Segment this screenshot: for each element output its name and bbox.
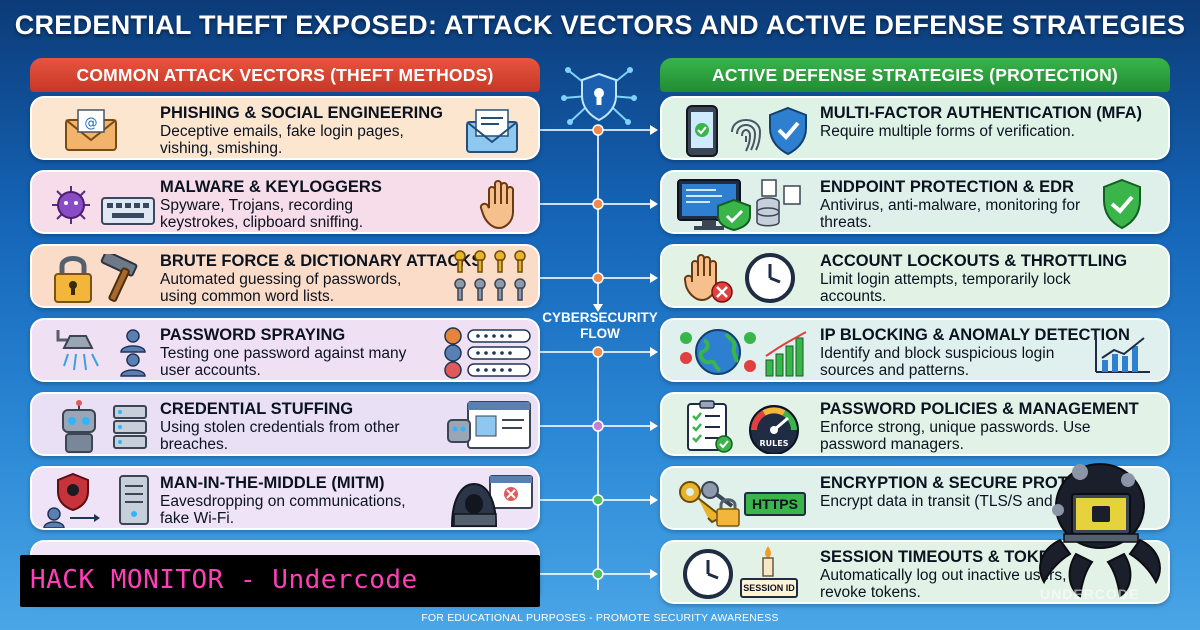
defense-strategies-header: ACTIVE DEFENSE STRATEGIES (PROTECTION) [660, 58, 1170, 92]
defense-title: IP BLOCKING & ANOMALY DETECTION [820, 326, 1130, 344]
defense-desc: Encrypt data in transit (TLS/S and at re… [820, 493, 1105, 510]
phone-icon [686, 105, 718, 157]
candle-icon [762, 546, 774, 577]
hack-monitor-banner: HACK MONITOR - Undercode [20, 555, 540, 607]
login-page-icon [447, 401, 531, 449]
watermark: UNDERCODE [1040, 586, 1140, 602]
virus-icon [52, 186, 90, 224]
defense-strategies-column: ACTIVE DEFENSE STRATEGIES (PROTECTION) M… [660, 58, 1170, 618]
footer-note: FOR EDUCATIONAL PURPOSES - PROMOTE SECUR… [421, 612, 779, 624]
shield-check-icon [769, 106, 807, 156]
shower-icon [56, 330, 99, 371]
hooded-hacker-icon [450, 475, 533, 527]
defense-card-mfa: MULTI-FACTOR AUTHENTICATION (MFA) Requir… [660, 96, 1170, 160]
defense-title: SESSION TIMEOUTS & TOKEN [820, 548, 1062, 566]
attack-card-password-spraying: PASSWORD SPRAYING Testing one password a… [30, 318, 540, 382]
monitor-icon [677, 179, 801, 232]
defense-card-lockouts: ACCOUNT LOCKOUTS & THROTTLING Limit logi… [660, 244, 1170, 308]
defense-title: PASSWORD POLICIES & MANAGEMENT [820, 400, 1139, 418]
database-icon [113, 405, 147, 449]
keyboard-icon [101, 197, 155, 225]
attack-desc: Testing one password against many user a… [160, 345, 407, 379]
padlock-icon [716, 498, 740, 527]
hand-icon [479, 180, 514, 230]
banner-text: HACK MONITOR - Undercode [30, 565, 418, 595]
attack-title: MAN-IN-THE-MIDDLE (MITM) [160, 474, 385, 492]
defense-desc: Enforce strong, unique passwords. Use pa… [820, 419, 1091, 453]
letter-icon [466, 109, 518, 153]
flow-label: CYBERSECURITY FLOW [542, 310, 658, 341]
page-title: CREDENTIAL THEFT EXPOSED: ATTACK VECTORS… [14, 10, 1186, 40]
globe-icon [680, 329, 756, 375]
hacker-shield-icon [43, 472, 100, 528]
attack-card-mitm: MAN-IN-THE-MIDDLE (MITM) Eavesdropping o… [30, 466, 540, 530]
hammer-icon [100, 254, 138, 302]
checklist-icon [687, 400, 733, 453]
attack-title: PHISHING & SOCIAL ENGINEERING [160, 104, 443, 122]
users-icon [120, 329, 146, 377]
attack-card-brute-force: BRUTE FORCE & DICTIONARY ATTACKS Automat… [30, 244, 540, 308]
octopus-hacker-icon [1039, 463, 1161, 598]
defense-desc: Identify and block suspicious login sour… [820, 345, 1055, 379]
attack-desc: Automated guessing of passwords, using c… [160, 271, 402, 305]
defense-card-password-policies: RULES PASSWORD POLICIES & MANAGEMENT Enf… [660, 392, 1170, 456]
attack-vectors-header: COMMON ATTACK VECTORS (THEFT METHODS) [30, 58, 540, 92]
envelope-icon: @ [65, 109, 117, 151]
gauge-icon: RULES [749, 405, 799, 454]
defense-card-ip-blocking: IP BLOCKING & ANOMALY DETECTION Identify… [660, 318, 1170, 382]
keys-icon [454, 250, 526, 301]
svg-text:RULES: RULES [760, 439, 789, 448]
defense-title: ENCRYPTION & SECURE PROTO [820, 474, 1081, 492]
session-id-badge: SESSION ID [740, 578, 798, 598]
shield-lock-network-icon [561, 67, 637, 125]
defense-desc: Limit login attempts, temporarily lock a… [820, 271, 1071, 305]
defense-title: ACCOUNT LOCKOUTS & THROTTLING [820, 252, 1128, 270]
attack-card-phishing: @ PHISHING & SOCIAL ENGINEERING Deceptiv… [30, 96, 540, 160]
clock-icon [683, 549, 733, 599]
padlock-icon [54, 256, 92, 303]
attack-card-malware: MALWARE & KEYLOGGERS Spyware, Trojans, r… [30, 170, 540, 234]
https-badge: HTTPS [744, 492, 806, 516]
attack-card-credential-stuffing: CREDENTIAL STUFFING Using stolen credent… [30, 392, 540, 456]
defense-desc: Antivirus, anti-malware, monitoring for … [820, 197, 1081, 231]
attack-title: MALWARE & KEYLOGGERS [160, 178, 382, 196]
attack-title: CREDENTIAL STUFFING [160, 400, 354, 418]
server-icon [119, 475, 149, 525]
bar-chart-icon [765, 331, 807, 377]
flow-lines [540, 124, 658, 590]
defense-title: MULTI-FACTOR AUTHENTICATION (MFA) [820, 104, 1143, 122]
attack-vectors-column: COMMON ATTACK VECTORS (THEFT METHODS) @ … [30, 58, 540, 618]
defense-desc: Require multiple forms of verification. [820, 123, 1075, 140]
robot-icon [62, 400, 96, 453]
defense-card-endpoint: ENDPOINT PROTECTION & EDR Antivirus, ant… [660, 170, 1170, 234]
attack-desc: Deceptive emails, fake login pages, vish… [160, 123, 404, 157]
clock-icon [745, 253, 795, 303]
svg-text:@: @ [85, 116, 98, 131]
attack-desc: Eavesdropping on communications, fake Wi… [160, 493, 406, 527]
attack-desc: Spyware, Trojans, recording keystrokes, … [160, 197, 364, 231]
stop-hand-icon [683, 254, 733, 303]
defense-title: ENDPOINT PROTECTION & EDR [820, 178, 1074, 196]
attack-title: BRUTE FORCE & DICTIONARY ATTACKS [160, 252, 483, 270]
shield-check-icon [1103, 178, 1141, 230]
trend-chart-icon [1095, 336, 1150, 373]
defense-desc: Automatically log out inactive users, re… [820, 567, 1067, 601]
password-fields-icon [444, 327, 531, 379]
fingerprint-icon [731, 119, 762, 152]
attack-desc: Using stolen credentials from other brea… [160, 419, 400, 453]
attack-title: PASSWORD SPRAYING [160, 326, 346, 344]
